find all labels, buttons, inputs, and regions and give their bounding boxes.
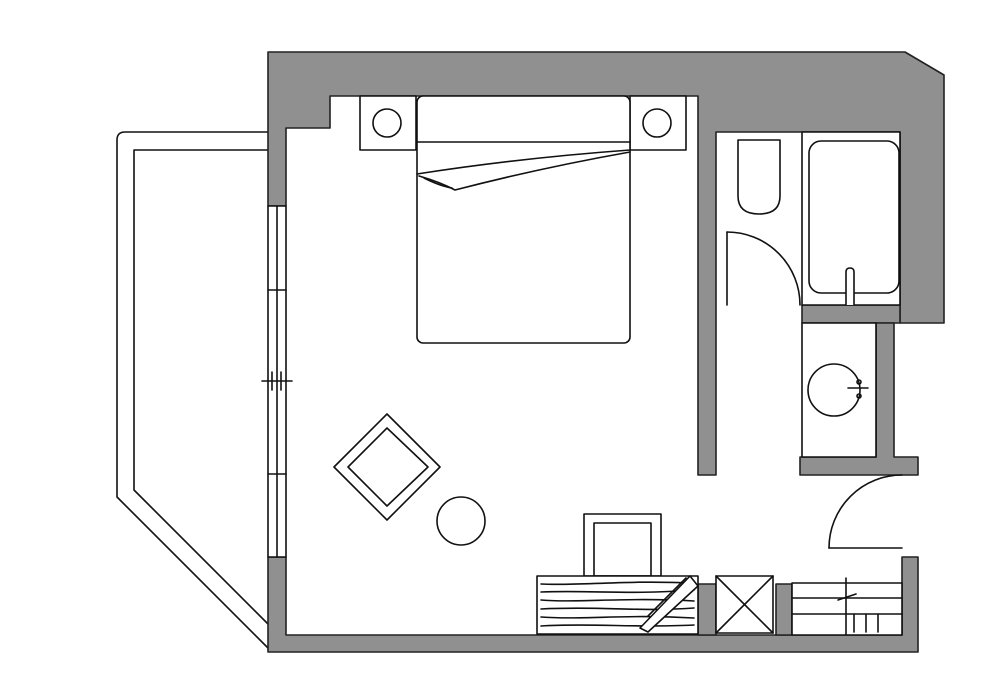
desk-chair xyxy=(583,513,662,577)
balcony xyxy=(116,131,269,649)
nightstand-right xyxy=(629,95,687,151)
window-wall xyxy=(261,205,293,558)
closet xyxy=(791,577,903,636)
toilet xyxy=(737,139,781,215)
double-bed xyxy=(416,95,631,344)
bathroom-door xyxy=(726,231,801,306)
entrance-door xyxy=(828,474,903,549)
washbasin xyxy=(801,322,877,458)
nightstand-left xyxy=(359,95,417,151)
luggage-rack xyxy=(715,575,774,634)
armchair xyxy=(333,413,441,521)
bathtub xyxy=(801,131,901,306)
round-table xyxy=(436,496,486,546)
desk xyxy=(536,575,699,635)
